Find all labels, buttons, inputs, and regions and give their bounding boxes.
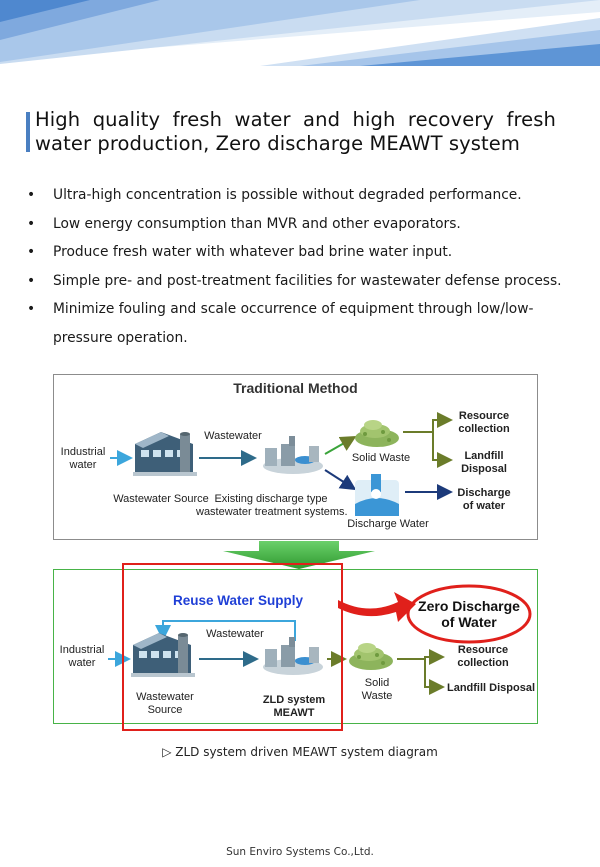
solid-waste-label: Solid Waste	[351, 452, 411, 464]
solid-waste-icon	[355, 420, 399, 447]
bullet-icon: •	[27, 215, 36, 232]
landfill-disposal-label: Landfill Disposal	[461, 450, 507, 475]
solid-waste-icon	[349, 643, 393, 670]
wastewater-source-label: Wastewater Source	[113, 493, 209, 505]
traditional-method-title: Traditional Method	[233, 380, 358, 396]
factory-icon	[131, 633, 195, 677]
zld-flow-graphics	[108, 620, 445, 695]
resource-collection-label: Resource collection	[457, 644, 509, 669]
bullet-icon: •	[27, 244, 36, 260]
list-item: •Ultra-high concentration is possible wi…	[27, 181, 587, 210]
industrial-water-label: Industrial water	[59, 644, 105, 669]
zld-highlight-frame	[122, 563, 343, 731]
bullet-icon: •	[27, 301, 36, 317]
list-item: •Produce fresh water with whatever bad b…	[27, 238, 587, 267]
industrial-water-label: Industrial water	[60, 446, 106, 471]
solid-waste-label: Solid Waste	[361, 677, 393, 702]
factory-icon	[133, 432, 197, 476]
resource-collection-label: Resource collection	[458, 410, 510, 435]
list-item: •Low energy consumption than MVR and oth…	[27, 210, 587, 239]
zero-discharge-label: Zero Discharge of Water	[418, 598, 520, 630]
reuse-water-supply-label: Reuse Water Supply	[172, 593, 304, 608]
figure-caption: ▷ ZLD system driven MEAWT system diagram	[162, 745, 438, 759]
list-item: •Minimize fouling and scale occurrence o…	[27, 295, 587, 352]
zld-system-label: ZLD system MEAWT	[262, 694, 326, 719]
discharge-of-water-label: Discharge of water	[457, 487, 511, 512]
treatment-system-label: Existing discharge type wastewater treat…	[196, 493, 348, 518]
wastewater-label: Wastewater	[204, 430, 262, 442]
heading-accent-bar	[26, 112, 30, 152]
bullet-icon: •	[27, 272, 36, 289]
landfill-disposal-label: Landfill Disposal	[446, 682, 535, 694]
traditional-method-panel	[53, 374, 538, 540]
feature-list: •Ultra-high concentration is possible wi…	[27, 181, 587, 352]
discharge-water-icon	[355, 474, 399, 516]
list-item: •Simple pre- and post-treatment faciliti…	[27, 267, 587, 296]
down-arrow-icon	[223, 541, 375, 569]
traditional-flow-graphics	[110, 412, 453, 516]
zld-plant-icon	[263, 637, 323, 675]
bullet-icon: •	[27, 187, 36, 203]
discharge-water-label: Discharge Water	[347, 518, 429, 530]
red-arrow-icon	[338, 592, 416, 622]
wastewater-label: Wastewater	[206, 628, 264, 640]
zero-discharge-ellipse	[406, 584, 532, 644]
wastewater-source-label: Wastewater Source	[136, 691, 194, 716]
treatment-plant-icon	[263, 436, 323, 474]
section-heading: High quality fresh water and high recove…	[26, 108, 556, 156]
heading-text: High quality fresh water and high recove…	[35, 108, 556, 155]
header-banner	[0, 0, 600, 66]
footer-company: Sun Enviro Systems Co.,Ltd.	[226, 846, 374, 858]
